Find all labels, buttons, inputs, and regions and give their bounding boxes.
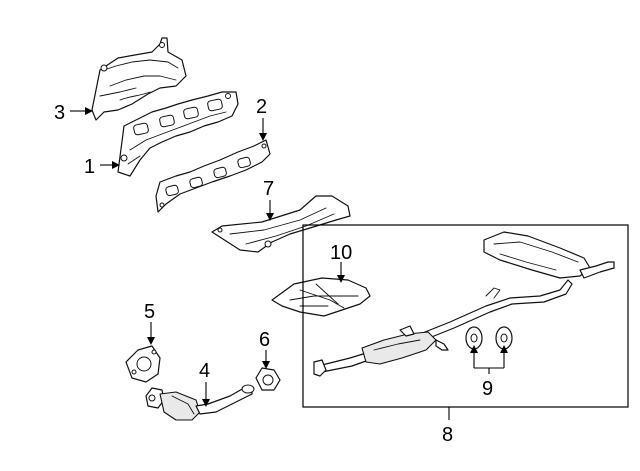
muffler-pipe-assembly-part[interactable] [313, 231, 615, 377]
callout-1-label: 1 [84, 156, 95, 178]
callout-7-label: 7 [263, 178, 274, 200]
callout-7-leader [266, 200, 274, 221]
exhaust-heat-shield-part[interactable] [211, 195, 351, 253]
callout-4-leader [202, 382, 210, 407]
manifold-gasket-part[interactable] [155, 139, 271, 213]
callout-6-label: 6 [259, 329, 270, 351]
heat-shield-part[interactable] [91, 37, 187, 121]
hanger-insulator-right-part[interactable] [495, 326, 513, 350]
callout-5-label: 5 [144, 301, 155, 323]
callout-1-leader [100, 161, 120, 169]
callout-5-leader [147, 322, 155, 345]
catalytic-converter-part[interactable] [145, 384, 255, 421]
callout-9-label: 9 [482, 378, 493, 400]
muffler-assembly-box [302, 224, 629, 408]
callout-2-leader [259, 118, 267, 141]
pipe-gasket-part[interactable] [255, 367, 281, 391]
callout-9-leader [470, 345, 508, 374]
callout-10-leader [337, 262, 345, 283]
exhaust-manifold-part[interactable] [117, 91, 239, 177]
callout-3-label: 3 [54, 102, 65, 124]
callout-6-leader [262, 350, 270, 369]
callout-4-label: 4 [199, 360, 210, 382]
callout-2-label: 2 [256, 96, 267, 118]
underbody-heat-shield-part[interactable] [271, 277, 371, 317]
callout-8-label: 8 [442, 424, 453, 446]
flange-gasket-part[interactable] [125, 345, 161, 383]
callout-10-label: 10 [330, 242, 352, 264]
callout-3-leader [70, 107, 93, 115]
